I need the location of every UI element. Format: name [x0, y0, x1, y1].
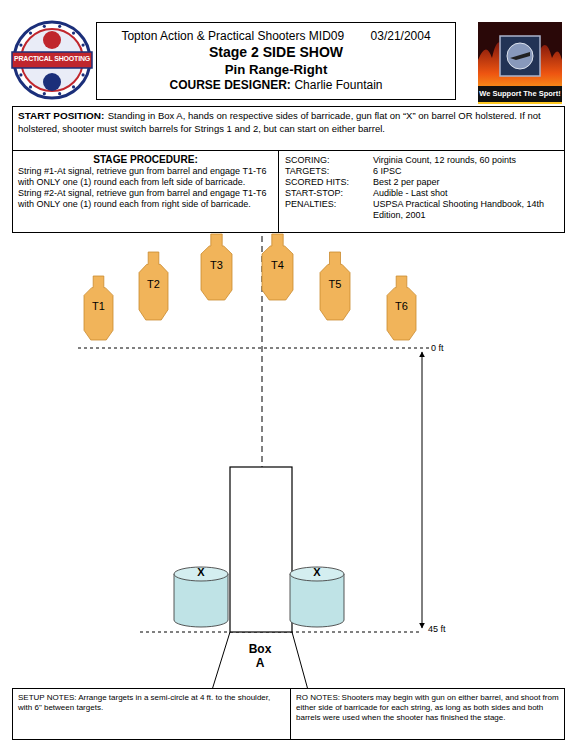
procedure-text: String #1-At signal, retrieve gun from b… — [18, 166, 266, 187]
value-text: 6 IPSC — [373, 166, 402, 176]
table-key: SCORING: — [285, 155, 373, 166]
guide-lines — [78, 236, 440, 632]
header-row: Pin Range-Right — [225, 62, 328, 79]
start-box: START POSITION:Standing in Box A, hands … — [12, 106, 565, 151]
target-label: T4 — [271, 259, 284, 271]
logo-text: PRACTICAL SHOOTING — [12, 55, 92, 62]
header-row: COURSE DESIGNER: Charlie Fountain — [169, 78, 382, 93]
barrel-label-wrap: X — [173, 567, 229, 578]
value-text: Virginia Count, 12 rounds, 60 points — [373, 155, 516, 165]
target-label: T2 — [147, 278, 160, 290]
target-box: T3 — [201, 234, 232, 300]
gun-mark: X — [197, 566, 204, 578]
boxa-box: Box A — [212, 632, 308, 690]
value-text: Best 2 per paper — [373, 177, 440, 187]
procedure-step: String #1-At signal, retrieve gun from b… — [18, 166, 273, 188]
club-logo — [12, 22, 92, 98]
procedure-step: String #2-At signal, retrieve gun from b… — [18, 188, 273, 210]
target-label-wrap: T1 — [84, 300, 113, 312]
target-box: T6 — [387, 276, 416, 340]
designer-label: COURSE DESIGNER: — [169, 78, 290, 92]
note-box: RO NOTES:Shooters may begin with gun on … — [290, 688, 565, 740]
dimension-line — [422, 352, 423, 628]
stage-title: Stage 2 SIDE SHOW — [209, 44, 343, 60]
key-text: SCORED HITS: — [285, 177, 349, 187]
target-label-wrap: T5 — [320, 278, 350, 290]
target-label: T3 — [210, 259, 223, 271]
stage-date: 03/21/2004 — [371, 29, 431, 43]
header-row: Stage 2 SIDE SHOW — [209, 44, 343, 62]
target-label-wrap: T6 — [387, 300, 416, 312]
logo-text: We Support The Sport! — [478, 89, 562, 98]
dimension-label: 0 ft — [430, 343, 445, 353]
key-text: SCORING: — [285, 155, 330, 165]
table-key: PENALTIES: — [285, 199, 373, 221]
header-box: Topton Action & Practical Shooters MID09… — [96, 22, 456, 100]
table-value: 6 IPSC — [373, 166, 558, 177]
target-box: T1 — [84, 276, 113, 340]
note-heading: RO NOTES: — [296, 693, 340, 702]
table-value: Virginia Count, 12 rounds, 60 points — [373, 155, 558, 166]
note-box: SETUP NOTES:Arrange targets in a semi-ci… — [12, 688, 291, 740]
note-heading: SETUP NOTES: — [18, 693, 77, 702]
section-heading: STAGE PROCEDURE: — [93, 154, 198, 165]
table-key: SCORED HITS: — [285, 177, 373, 188]
dimension-label: 45 ft — [427, 624, 447, 634]
table-key: TARGETS: — [285, 166, 373, 177]
sponsor-logo — [478, 22, 562, 104]
table-value: Best 2 per paper — [373, 177, 558, 188]
barricade — [230, 467, 292, 632]
header-row: Topton Action & Practical Shooters MID09… — [121, 29, 430, 44]
target-label-wrap: T2 — [139, 278, 168, 290]
key-text: PENALTIES: — [285, 199, 336, 209]
key-text: TARGETS: — [285, 166, 329, 176]
table-key: START-STOP: — [285, 188, 373, 199]
table-value: USPSA Practical Shooting Handbook, 14th … — [373, 199, 558, 221]
barrel-box: X — [173, 566, 229, 628]
target-box: T5 — [320, 252, 350, 320]
range-name: Pin Range-Right — [225, 62, 328, 77]
section-heading: START POSITION: — [18, 110, 104, 121]
heading-row: STAGE PROCEDURE: — [18, 154, 273, 166]
club-name: Topton Action & Practical Shooters MID09 — [121, 29, 344, 43]
target-box: T2 — [139, 252, 168, 320]
gun-mark: X — [313, 566, 320, 578]
value-text: Audible - Last shot — [373, 188, 448, 198]
table-value: Audible - Last shot — [373, 188, 558, 199]
proc-box: STAGE PROCEDURE:String #1-At signal, ret… — [12, 150, 279, 233]
box-label-wrap: Box A — [246, 642, 274, 671]
target-label: T1 — [92, 300, 105, 312]
target-label-wrap: T4 — [262, 259, 293, 271]
target-box: T4 — [262, 234, 293, 300]
box-label: Box A — [249, 642, 272, 670]
barrel-label-wrap: X — [289, 567, 345, 578]
barrel-box: X — [289, 566, 345, 628]
target-label-wrap: T3 — [201, 259, 232, 271]
target-label: T6 — [395, 300, 408, 312]
key-text: START-STOP: — [285, 188, 343, 198]
table-box: SCORING: Virginia Count, 12 rounds, 60 po… — [278, 150, 565, 233]
designer-name: Charlie Fountain — [294, 78, 382, 92]
value-text: USPSA Practical Shooting Handbook, 14th … — [373, 199, 544, 220]
procedure-text: String #2-At signal, retrieve gun from b… — [18, 188, 266, 209]
target-label: T5 — [329, 278, 342, 290]
